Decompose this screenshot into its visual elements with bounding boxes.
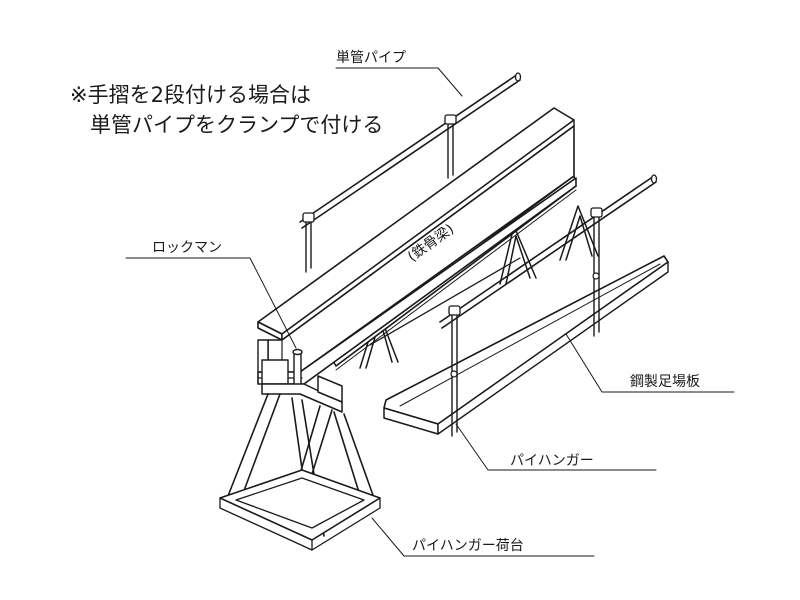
clamp-icon	[302, 212, 315, 223]
clamp-icon	[444, 114, 457, 125]
callout-leaders	[125, 67, 735, 557]
note-line-2: 単管パイプをクランプで付ける	[90, 113, 383, 137]
near-hanger-frames	[559, 205, 599, 261]
hanger-stand	[219, 375, 381, 551]
far-handrail	[299, 72, 522, 273]
clamp-icon	[448, 305, 461, 316]
lockman-bolt	[292, 348, 303, 387]
clamp-icon	[590, 207, 603, 218]
label-pipe-hanger: パイハンガー	[510, 453, 594, 469]
steel-beam	[257, 107, 577, 385]
label-steel-plank: 鋼製足場板	[630, 374, 700, 390]
label-single-pipe: 単管パイプ	[336, 50, 406, 66]
label-hanger-stand: パイハンガー荷台	[412, 538, 524, 554]
label-lockman: ロックマン	[152, 240, 222, 256]
near-handrail	[439, 174, 658, 437]
note-line-1: ※手摺を2段付ける場合は	[70, 83, 311, 107]
steel-plank	[383, 255, 669, 435]
